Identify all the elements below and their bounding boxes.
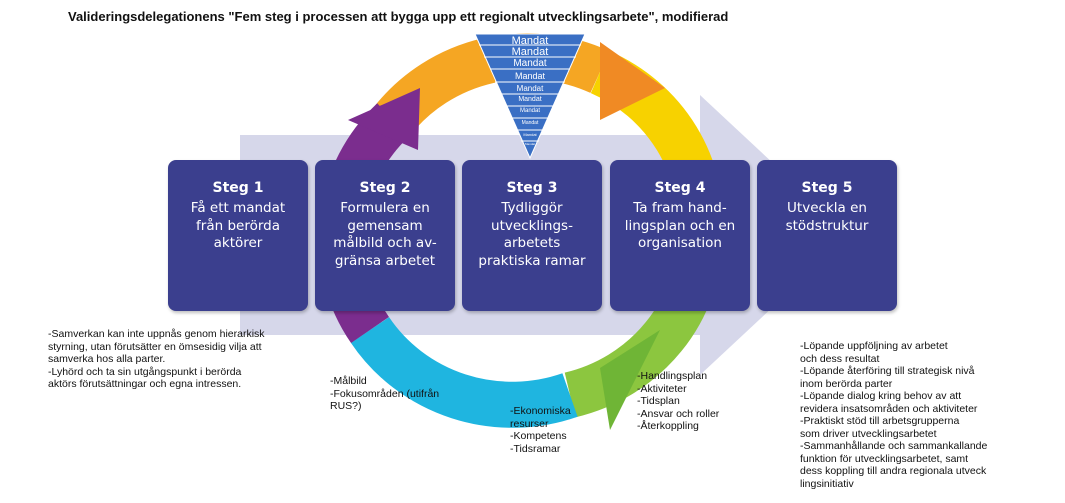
- cycle-segment-blue: [350, 316, 578, 428]
- step-2-notes: -Målbild -Fokusområden (utifrån RUS?): [330, 375, 440, 412]
- mandat-label: Mandat: [524, 142, 535, 146]
- mandat-label: Mandat: [519, 108, 540, 114]
- cycle-arrowhead-green: [600, 330, 660, 430]
- step-5-text: Utveckla en stödstruktur: [785, 200, 869, 234]
- step-4-heading: Steg 4: [654, 180, 706, 196]
- mandat-pyramid: [474, 33, 586, 160]
- mandat-label: Mandat: [511, 35, 549, 47]
- step-1-notes: -Samverkan kan inte uppnås genom hierark…: [48, 328, 265, 390]
- mandat-label: Mandat: [518, 96, 542, 103]
- mandat-pyramid-dividers: [479, 44, 581, 142]
- step-5-box: Steg 5 Utveckla en stödstruktur: [757, 160, 897, 311]
- mandat-label: Mandat: [514, 71, 546, 81]
- mandat-label: Mandat: [521, 120, 539, 126]
- step-2-box: Steg 2 Formulera en gemensam målbild och…: [315, 160, 455, 311]
- step-1-heading: Steg 1: [212, 180, 264, 196]
- mandat-label: Mandat: [511, 46, 549, 58]
- mandat-label: Mandat: [523, 132, 537, 137]
- step-4-notes: -Handlingsplan -Aktiviteter -Tidsplan -A…: [637, 370, 720, 432]
- step-1-box: Steg 1 Få ett mandat från berörda aktöre…: [168, 160, 308, 311]
- step-2-text: Formulera en gemensam målbild och av- gr…: [333, 200, 437, 269]
- page-title: Valideringsdelegationens "Fem steg i pro…: [68, 9, 729, 24]
- step-5-notes: -Löpande uppföljning av arbetet och dess…: [800, 340, 988, 490]
- step-2-heading: Steg 2: [359, 180, 411, 196]
- cycle-arrowhead-purple: [348, 88, 420, 150]
- step-3-text: Tydliggör utvecklings- arbetets praktisk…: [478, 200, 586, 269]
- mandat-label: Mandat: [516, 84, 544, 93]
- step-3-notes: -Ekonomiska resurser -Kompetens -Tidsram…: [510, 405, 571, 455]
- mandat-label: Mandat: [513, 58, 547, 69]
- step-3-heading: Steg 3: [506, 180, 558, 196]
- step-4-text: Ta fram hand- lingsplan och en organisat…: [624, 200, 736, 251]
- step-1-text: Få ett mandat från berörda aktörer: [190, 200, 286, 251]
- cycle-arrowhead-orange: [600, 42, 665, 120]
- step-4-box: Steg 4 Ta fram hand- lingsplan och en or…: [610, 160, 750, 311]
- step-3-box: Steg 3 Tydliggör utvecklings- arbetets p…: [462, 160, 602, 311]
- step-5-heading: Steg 5: [801, 180, 853, 196]
